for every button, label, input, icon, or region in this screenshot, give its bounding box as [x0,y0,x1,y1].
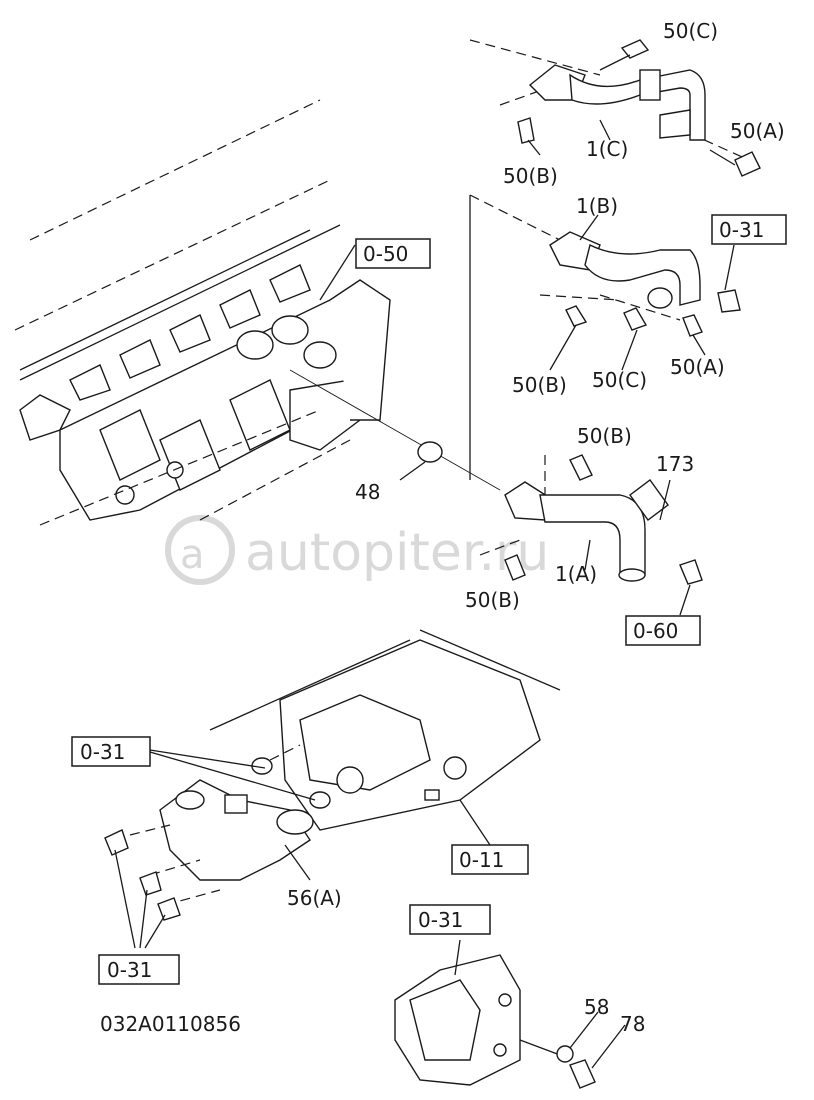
pipe-1c-drawing [469,39,761,177]
callout-labels: 50(C) 1(C) 50(A) 50(B) 1(B) 0-31 0-50 50… [71,19,787,1036]
box-031-top [711,214,787,245]
label-031-low: 0-31 [107,958,152,982]
gasket-48-drawing [289,244,501,491]
box-050 [355,238,431,269]
label-48: 48 [355,480,380,504]
label-060: 0-60 [633,619,678,643]
label-011: 0-11 [459,848,504,872]
label-031-bot: 0-31 [418,908,463,932]
label-050: 0-50 [363,242,408,266]
label-1c: 1(C) [586,137,628,161]
label-1b: 1(B) [576,194,618,218]
label-56a: 56(A) [287,886,342,910]
diagram-code: 032A0110856 [100,1012,241,1036]
watermark: a autopiter.ru [165,515,549,585]
box-060 [625,615,701,646]
label-78: 78 [620,1012,645,1036]
label-58: 58 [584,995,609,1019]
watermark-text: autopiter.ru [245,523,549,583]
label-50a-top: 50(A) [730,119,785,143]
svg-text:a: a [180,532,205,578]
thermostat-housing-drawing [104,749,316,949]
label-173: 173 [656,452,694,476]
label-031-left: 0-31 [80,740,125,764]
engine-block-drawing [14,99,391,526]
label-50b-top: 50(B) [503,164,558,188]
pipe-1a-drawing [479,454,703,616]
thermostat-cover-drawing [394,939,626,1089]
box-031-left [71,736,151,767]
label-50b-bot: 50(B) [465,588,520,612]
label-50a-mid: 50(A) [670,355,725,379]
label-1a: 1(A) [555,562,597,586]
box-031-bot [409,904,491,935]
box-011 [451,844,529,875]
label-50b-mid: 50(B) [512,373,567,397]
cylinder-head-drawing [209,629,561,846]
box-031-low [98,954,180,985]
label-50c-mid: 50(C) [592,368,647,392]
pipe-1b-drawing [469,194,741,480]
label-50c-top: 50(C) [663,19,718,43]
label-031-top: 0-31 [719,218,764,242]
label-50b-low: 50(B) [577,424,632,448]
